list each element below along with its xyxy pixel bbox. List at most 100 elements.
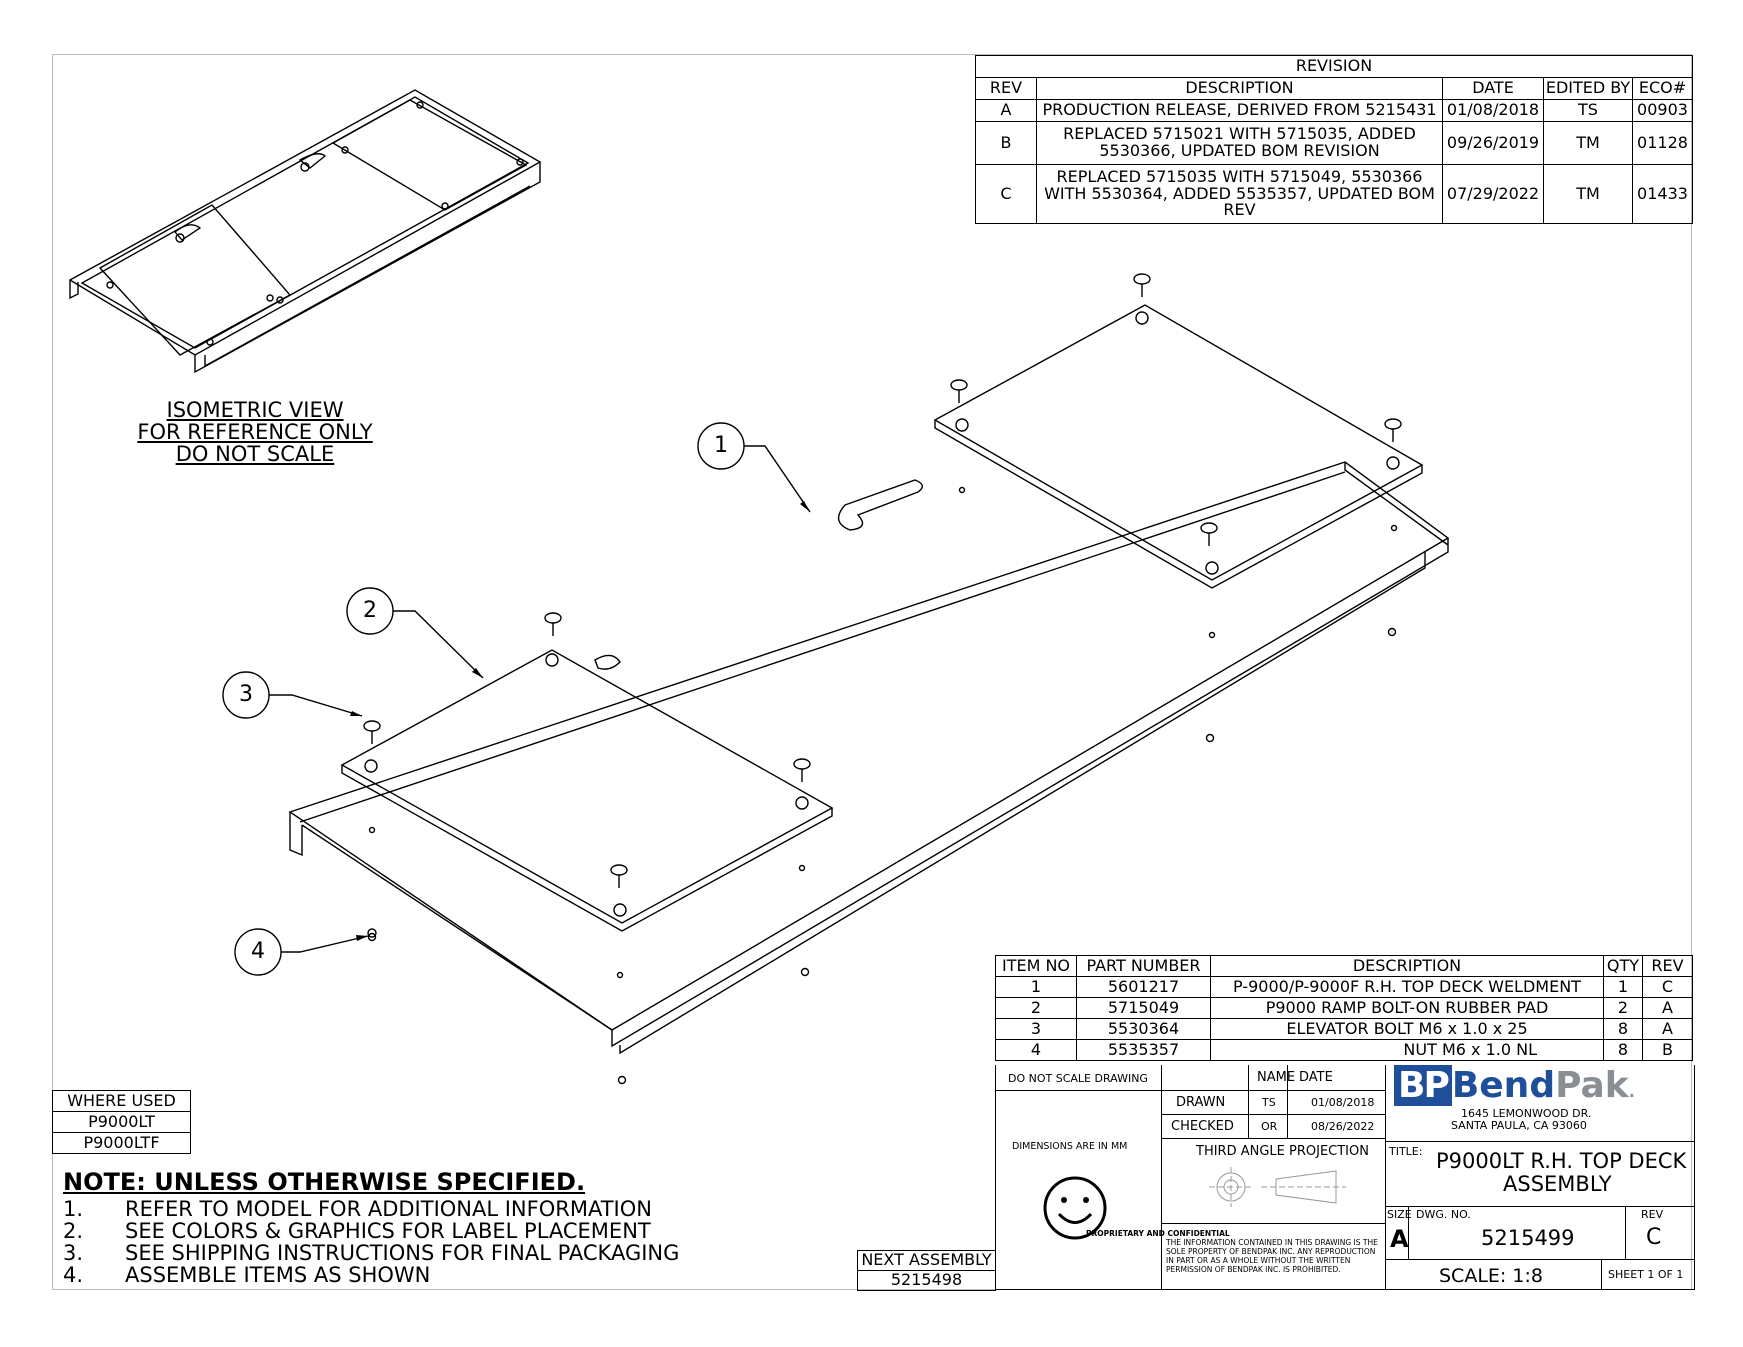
cell: 3 bbox=[995, 1018, 1077, 1040]
col-header: ECO# bbox=[1632, 77, 1693, 100]
col-header: DATE bbox=[1442, 77, 1544, 100]
cell: 5535357 bbox=[1076, 1039, 1211, 1061]
balloon-2: 2 bbox=[363, 598, 377, 623]
cell: 8 bbox=[1603, 1018, 1643, 1040]
note-number: 1. bbox=[63, 1197, 84, 1221]
proprietary-text: THE INFORMATION CONTAINED IN THIS DRAWIN… bbox=[1166, 1238, 1378, 1274]
isometric-note: ISOMETRIC VIEW FOR REFERENCE ONLY DO NOT… bbox=[115, 399, 395, 465]
cell: B bbox=[975, 121, 1037, 165]
date-label: DATE bbox=[1299, 1070, 1333, 1085]
table-row: B REPLACED 5715021 WITH 5715035, ADDED 5… bbox=[975, 121, 1693, 165]
cell: A bbox=[975, 99, 1037, 122]
sheet-label: SHEET 1 OF 1 bbox=[1608, 1268, 1684, 1281]
table-row: 1 5601217 P-9000/P-9000F R.H. TOP DECK W… bbox=[995, 976, 1693, 998]
iso-note-line: DO NOT SCALE bbox=[175, 442, 335, 466]
balloon-1: 1 bbox=[714, 433, 728, 458]
do-not-scale-label: DO NOT SCALE DRAWING bbox=[1008, 1072, 1148, 1085]
name-label: NAME bbox=[1257, 1070, 1296, 1085]
top-deck-weldment bbox=[288, 461, 1450, 1085]
cell: C bbox=[975, 164, 1037, 224]
note-text: SEE SHIPPING INSTRUCTIONS FOR FINAL PACK… bbox=[125, 1241, 680, 1265]
revision-heading: REVISION bbox=[975, 55, 1693, 78]
balloon-3: 3 bbox=[239, 682, 253, 707]
cell: C bbox=[1642, 976, 1693, 998]
cell: P-9000/P-9000F R.H. TOP DECK WELDMENT bbox=[1210, 976, 1604, 998]
checked-label: CHECKED bbox=[1171, 1119, 1234, 1134]
dimensions-note: DIMENSIONS ARE IN MM bbox=[1012, 1141, 1128, 1152]
cell: 8 bbox=[1603, 1039, 1643, 1061]
cell: 5601217 bbox=[1076, 976, 1211, 998]
proprietary-title: PROPRIETARY AND CONFIDENTIAL bbox=[1086, 1229, 1230, 1238]
address-line-2: SANTA PAULA, CA 93060 bbox=[1451, 1119, 1587, 1132]
where-used-table: WHERE USED P9000LT P9000LTF bbox=[52, 1090, 191, 1154]
balloon-4: 4 bbox=[251, 939, 265, 964]
scale-label: SCALE: 1:8 bbox=[1439, 1265, 1543, 1287]
drawn-date: 01/08/2018 bbox=[1311, 1096, 1375, 1109]
next-assembly-value: 5215498 bbox=[857, 1270, 996, 1291]
cell: 01128 bbox=[1632, 121, 1693, 165]
rubber-pad-lower bbox=[340, 649, 834, 932]
logo-bp: BP bbox=[1394, 1065, 1452, 1106]
elevator-bolts bbox=[363, 273, 1402, 888]
checked-date: 08/26/2022 bbox=[1311, 1120, 1375, 1133]
note-text: REFER TO MODEL FOR ADDITIONAL INFORMATIO… bbox=[125, 1197, 652, 1221]
revision-header-row: REV DESCRIPTION DATE EDITED BY ECO# bbox=[975, 77, 1693, 100]
cell: PRODUCTION RELEASE, DERIVED FROM 5215431 bbox=[1036, 99, 1443, 122]
cell: 01/08/2018 bbox=[1442, 99, 1544, 122]
cell: A bbox=[1642, 997, 1693, 1019]
note-number: 4. bbox=[63, 1263, 84, 1287]
cell: 07/29/2022 bbox=[1442, 164, 1544, 224]
rev-label: REV bbox=[1641, 1208, 1664, 1221]
smiley-icon bbox=[1043, 1176, 1107, 1240]
next-assembly-label: NEXT ASSEMBLY bbox=[857, 1250, 996, 1271]
bom-table: ITEM NO PART NUMBER DESCRIPTION QTY REV … bbox=[995, 955, 1693, 1061]
cell: 2 bbox=[1603, 997, 1643, 1019]
dwg-no-label: DWG. NO. bbox=[1416, 1208, 1471, 1221]
table-row: 2 5715049 P9000 RAMP BOLT-ON RUBBER PAD … bbox=[995, 997, 1693, 1019]
leader-arrow-4 bbox=[356, 935, 368, 941]
col-header: DESCRIPTION bbox=[1036, 77, 1443, 100]
drawing-title-line-2: ASSEMBLY bbox=[1503, 1172, 1612, 1196]
cell: 01433 bbox=[1632, 164, 1693, 224]
where-used-item: P9000LT bbox=[52, 1111, 191, 1133]
note-text: SEE COLORS & GRAPHICS FOR LABEL PLACEMEN… bbox=[125, 1219, 651, 1243]
projection-label: THIRD ANGLE PROJECTION bbox=[1196, 1144, 1369, 1159]
balloon-leaders bbox=[222, 422, 811, 976]
address-line-1: 1645 LEMONWOOD DR. bbox=[1461, 1107, 1592, 1120]
cell: REPLACED 5715021 WITH 5715035, ADDED 553… bbox=[1036, 121, 1443, 165]
notes-title-text: NOTE: UNLESS OTHERWISE SPECIFIED bbox=[63, 1168, 576, 1196]
isometric-view bbox=[68, 89, 542, 374]
size-label: SIZE bbox=[1387, 1208, 1412, 1221]
title-label: TITLE: bbox=[1389, 1145, 1423, 1158]
col-header: EDITED BY bbox=[1543, 77, 1633, 100]
bom-header-row: ITEM NO PART NUMBER DESCRIPTION QTY REV bbox=[995, 955, 1693, 977]
col-header: ITEM NO bbox=[995, 955, 1077, 977]
cell: TS bbox=[1543, 99, 1633, 122]
cell: NUT M6 x 1.0 NL bbox=[1210, 1039, 1604, 1061]
leader-arrow-3 bbox=[350, 711, 362, 716]
sheet-size: A bbox=[1390, 1225, 1409, 1253]
logo-bend: Bend bbox=[1451, 1065, 1556, 1106]
cell: A bbox=[1642, 1018, 1693, 1040]
col-header: PART NUMBER bbox=[1076, 955, 1211, 977]
cell: 5715049 bbox=[1076, 997, 1211, 1019]
cell: 4 bbox=[995, 1039, 1077, 1061]
cell: ELEVATOR BOLT M6 x 1.0 x 25 bbox=[1210, 1018, 1604, 1040]
where-used-heading: WHERE USED bbox=[52, 1090, 191, 1112]
table-row: 3 5530364 ELEVATOR BOLT M6 x 1.0 x 25 8 … bbox=[995, 1018, 1693, 1040]
notes-title: NOTE: UNLESS OTHERWISE SPECIFIED. bbox=[63, 1168, 586, 1196]
cell: P9000 RAMP BOLT-ON RUBBER PAD bbox=[1210, 997, 1604, 1019]
title-block: DO NOT SCALE DRAWING NAME DATE DRAWN TS … bbox=[995, 1065, 1696, 1291]
drawing-number: 5215499 bbox=[1481, 1226, 1575, 1250]
cell: 5530364 bbox=[1076, 1018, 1211, 1040]
drawn-label: DRAWN bbox=[1176, 1095, 1226, 1110]
checked-name: OR bbox=[1261, 1120, 1278, 1133]
iso-note-line: FOR REFERENCE ONLY bbox=[137, 420, 373, 444]
cell: TM bbox=[1543, 121, 1633, 165]
revision-table: REVISION REV DESCRIPTION DATE EDITED BY … bbox=[975, 55, 1693, 224]
col-header: REV bbox=[1642, 955, 1693, 977]
next-assembly-table: NEXT ASSEMBLY 5215498 bbox=[857, 1250, 996, 1291]
table-row: C REPLACED 5715035 WITH 5715049, 5530366… bbox=[975, 164, 1693, 224]
cell: REPLACED 5715035 WITH 5715049, 5530366 W… bbox=[1036, 164, 1443, 224]
